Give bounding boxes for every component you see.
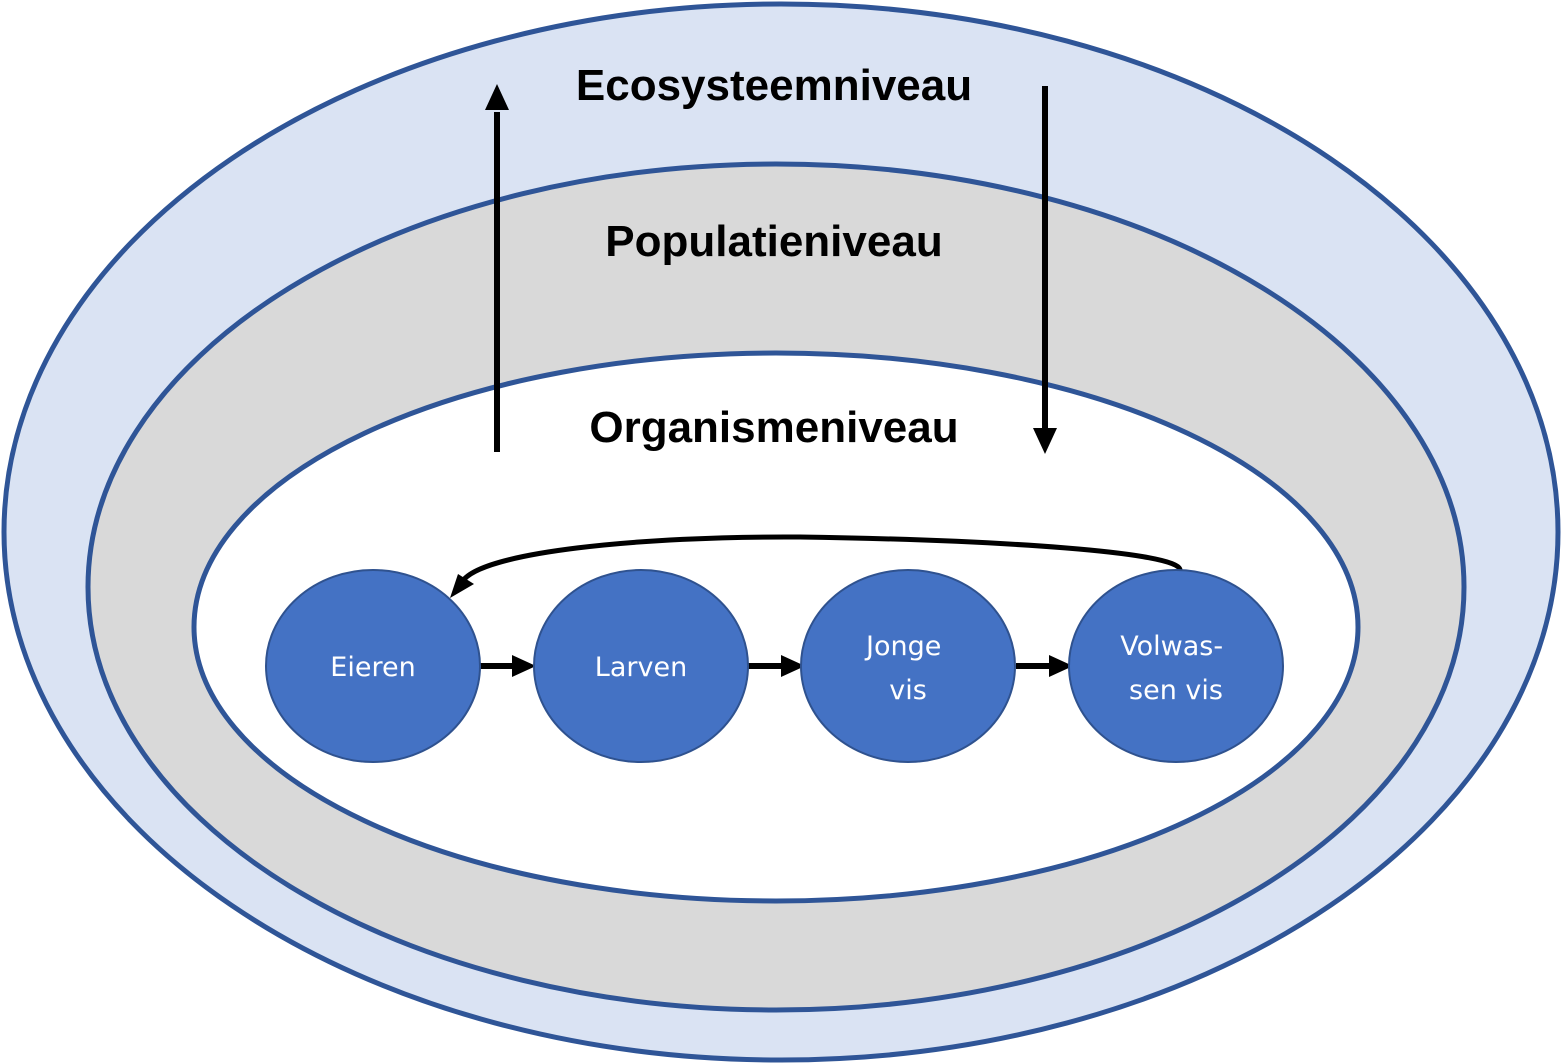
stage-label-line: sen vis bbox=[1129, 675, 1223, 706]
stage-label: Jonge vis bbox=[864, 631, 950, 706]
stage-label: Eieren bbox=[330, 652, 415, 683]
stage-label-line: vis bbox=[889, 675, 927, 706]
arrow-right-icon bbox=[748, 655, 805, 677]
stage-label-line: Eieren bbox=[330, 652, 415, 683]
arrow-right-icon bbox=[1016, 655, 1073, 677]
cycle-return-arrow-icon bbox=[450, 534, 1183, 598]
stage-node bbox=[800, 569, 1016, 763]
stage-volwassen-vis: Volwas- sen vis bbox=[1068, 569, 1284, 763]
organism-level-ellipse bbox=[191, 350, 1361, 904]
arrow-up-icon bbox=[485, 84, 509, 452]
stage-label: Volwas- sen vis bbox=[1120, 631, 1231, 706]
stage-label: Larven bbox=[595, 652, 687, 683]
stage-node bbox=[265, 569, 481, 763]
stage-label-line: Jonge bbox=[864, 631, 941, 662]
population-level-label: Populatieniveau bbox=[605, 217, 942, 266]
organism-level-label: Organismeniveau bbox=[589, 403, 958, 452]
stage-larven: Larven bbox=[533, 569, 749, 763]
ecosystem-level-label: Ecosysteemniveau bbox=[576, 61, 972, 110]
stage-jonge-vis: Jonge vis bbox=[800, 569, 1016, 763]
stage-node bbox=[533, 569, 749, 763]
stage-node bbox=[1068, 569, 1284, 763]
stage-eieren: Eieren bbox=[265, 569, 481, 763]
stage-label-line: Volwas- bbox=[1120, 631, 1223, 662]
arrow-down-icon bbox=[1033, 86, 1057, 454]
stage-label-line: Larven bbox=[595, 652, 687, 683]
arrow-right-icon bbox=[479, 655, 536, 677]
